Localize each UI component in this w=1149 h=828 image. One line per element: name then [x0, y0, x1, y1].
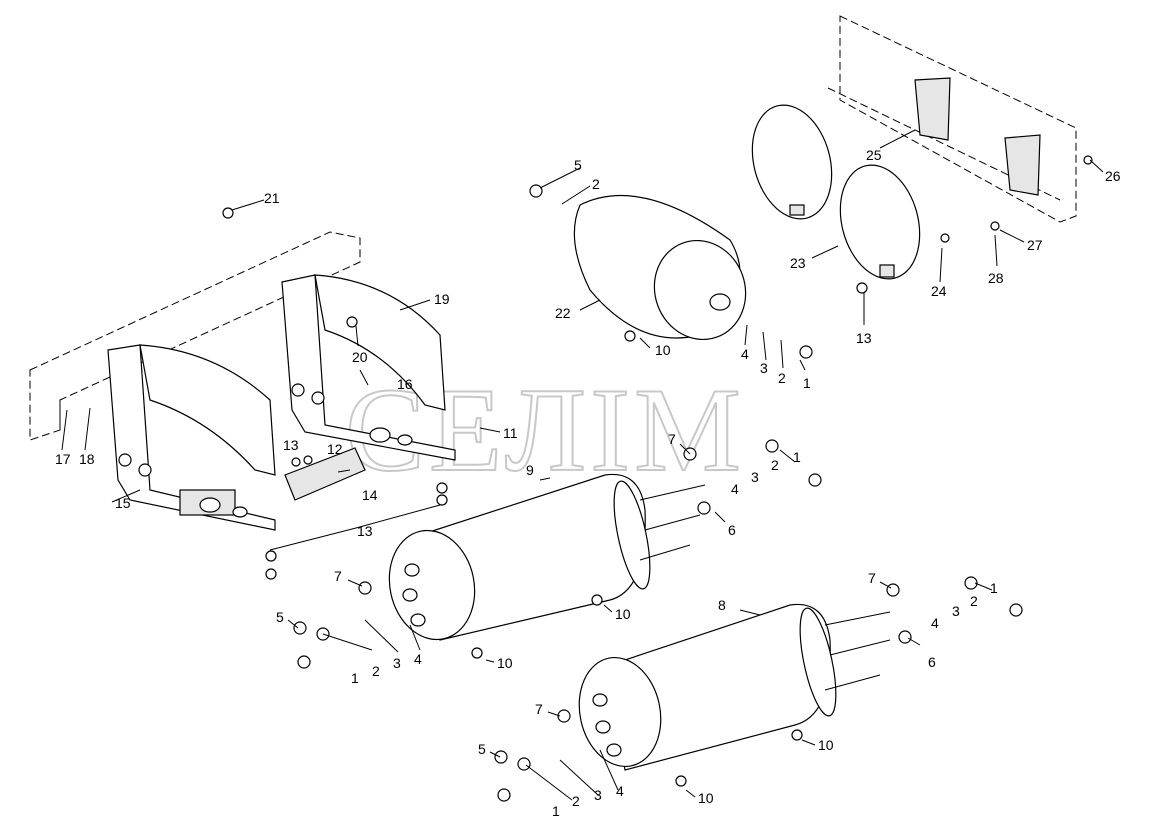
leader-lines [61, 129, 1104, 801]
tank-9 [388, 473, 706, 641]
label-2: 2 [592, 176, 600, 192]
label-3: 3 [751, 469, 759, 485]
strap-upper [751, 104, 833, 220]
label-5: 5 [574, 157, 582, 173]
label-7: 7 [868, 570, 876, 586]
label-7: 7 [334, 568, 342, 584]
label-1: 1 [793, 449, 801, 465]
label-12: 12 [327, 441, 343, 457]
label-14: 14 [362, 487, 378, 503]
label-1: 1 [990, 580, 998, 596]
label-26: 26 [1105, 168, 1121, 184]
label-4: 4 [414, 651, 422, 667]
label-10: 10 [615, 606, 631, 622]
label-16: 16 [397, 376, 413, 392]
label-19: 19 [434, 291, 450, 307]
label-1: 1 [351, 670, 359, 686]
tank-22 [573, 195, 747, 342]
label-4: 4 [616, 783, 624, 799]
label-11: 11 [503, 425, 518, 441]
label-5: 5 [276, 609, 284, 625]
label-17: 17 [55, 451, 71, 467]
bracket-16 [281, 274, 456, 461]
label-21: 21 [264, 190, 280, 206]
label-2: 2 [572, 793, 580, 809]
label-6: 6 [928, 654, 936, 670]
label-5: 5 [478, 741, 486, 757]
frame-rail-left [29, 231, 361, 441]
label-27: 27 [1027, 237, 1043, 253]
label-7: 7 [668, 431, 676, 447]
label-10: 10 [655, 342, 671, 358]
plate-14 [284, 447, 366, 501]
label-22: 22 [555, 305, 571, 321]
label-25: 25 [866, 147, 882, 163]
bracket-15 [107, 344, 276, 531]
label-10: 10 [698, 790, 714, 806]
label-2: 2 [970, 593, 978, 609]
label-4: 4 [931, 615, 939, 631]
label-1: 1 [803, 375, 811, 391]
label-3: 3 [393, 655, 401, 671]
label-20: 20 [352, 349, 368, 365]
label-7: 7 [535, 701, 543, 717]
label-3: 3 [594, 787, 602, 803]
bracket-25 [914, 77, 1041, 196]
strap-23 [839, 164, 921, 280]
label-23: 23 [790, 255, 806, 271]
label-28: 28 [988, 270, 1004, 286]
label-4: 4 [741, 346, 749, 362]
label-2: 2 [771, 457, 779, 473]
label-10: 10 [818, 737, 834, 753]
label-2: 2 [778, 370, 786, 386]
label-3: 3 [760, 360, 768, 376]
label-8: 8 [718, 597, 726, 613]
label-9: 9 [526, 462, 534, 478]
label-3: 3 [952, 603, 960, 619]
label-6: 6 [728, 522, 736, 538]
label-24: 24 [931, 283, 947, 299]
label-1: 1 [552, 803, 560, 819]
label-2: 2 [372, 663, 380, 679]
frame-rail-right [827, 15, 1077, 223]
label-15: 15 [115, 495, 131, 511]
label-4: 4 [731, 481, 739, 497]
tank-8 [578, 603, 891, 771]
hardware [222, 155, 1093, 802]
part-labels: 21 19 20 16 11 12 13 14 15 17 18 13 5 2 … [55, 147, 1121, 819]
label-13: 13 [283, 437, 299, 453]
label-13: 13 [357, 523, 373, 539]
label-18: 18 [79, 451, 95, 467]
label-10: 10 [497, 655, 513, 671]
label-13: 13 [856, 330, 872, 346]
